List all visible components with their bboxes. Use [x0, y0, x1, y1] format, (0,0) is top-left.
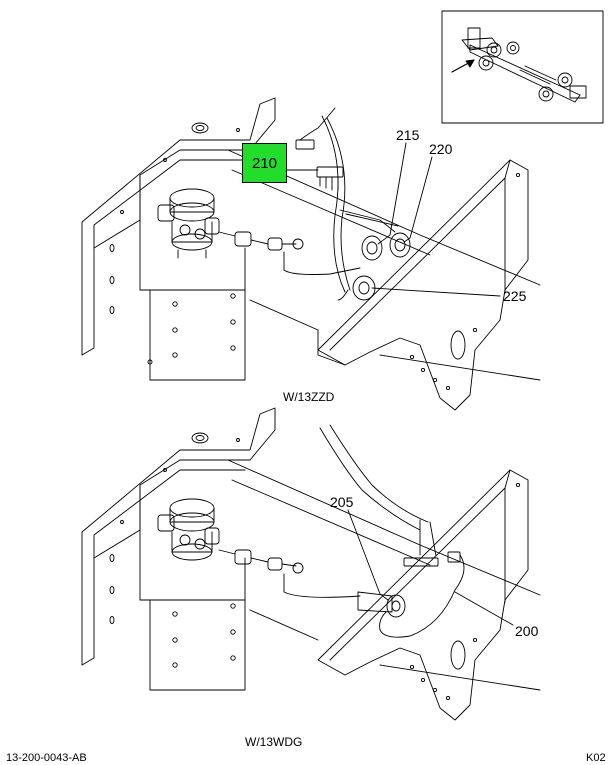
- upper-assembly: [81, 97, 541, 411]
- upper-variant-caption: W/13ZZD: [283, 390, 335, 404]
- callout-205[interactable]: 205: [330, 494, 354, 510]
- leader-225: [371, 287, 501, 297]
- callout-220[interactable]: 220: [429, 141, 453, 157]
- callout-225[interactable]: 225: [503, 288, 527, 304]
- leader-220: [403, 156, 433, 243]
- lower-sensor-harness: [357, 519, 465, 638]
- upper-cross-member: [317, 159, 529, 411]
- upper-wiring-harness: [295, 107, 411, 301]
- lower-frame-rail: [227, 424, 541, 691]
- inset-locator-view: [441, 10, 604, 124]
- callout-210-label: 210: [251, 155, 278, 172]
- lower-air-fitting: [218, 549, 361, 598]
- lower-variant-caption: W/13WDG: [245, 735, 303, 749]
- leader-200: [454, 591, 514, 626]
- callout-200[interactable]: 200: [515, 623, 539, 639]
- lower-assembly: [81, 407, 541, 721]
- callout-210-highlight[interactable]: 210: [242, 143, 287, 183]
- upper-left-bracket: [81, 97, 276, 381]
- upper-brake-valve: [157, 188, 220, 259]
- upper-air-fitting: [218, 231, 361, 275]
- leader-215: [377, 142, 407, 245]
- leader-205: [347, 509, 389, 601]
- sheet-code: K02: [586, 752, 606, 764]
- upper-frame-rail: [227, 149, 541, 381]
- callout-215[interactable]: 215: [396, 127, 420, 143]
- lower-cross-member: [317, 469, 529, 721]
- lower-left-bracket: [81, 407, 276, 691]
- lower-brake-valve: [157, 498, 220, 561]
- drawing-number: 13-200-0043-AB: [6, 752, 87, 764]
